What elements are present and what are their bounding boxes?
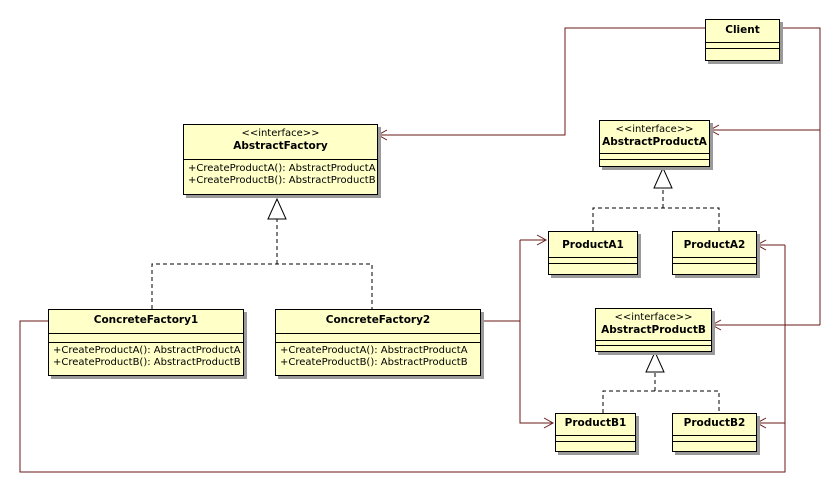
generalization-triangle-abstractfactory bbox=[267, 197, 287, 220]
class-abstract-factory-name: AbstractFactory bbox=[233, 140, 328, 152]
class-abstract-product-b-stereotype: <<interface>> bbox=[614, 312, 693, 323]
dep-concretefactory2-producta1-b1 bbox=[481, 240, 521, 322]
dep-concretefactory1-producta2-b2 bbox=[19, 245, 786, 473]
operation: +CreateProductA(): AbstractProductA bbox=[53, 345, 241, 356]
class-product-b1[interactable]: ProductB1 bbox=[555, 413, 636, 452]
class-abstract-product-b[interactable]: <<interface>> AbstractProductB bbox=[595, 308, 712, 352]
class-abstract-product-a-name: AbstractProductA bbox=[602, 136, 707, 148]
class-concrete-factory2[interactable]: ConcreteFactory2 +CreateProductA(): Abst… bbox=[275, 309, 481, 376]
dep-concretefactory2-productb1 bbox=[519, 321, 555, 429]
realize-productb1 bbox=[602, 390, 720, 413]
class-client[interactable]: Client bbox=[705, 19, 780, 61]
class-product-a2[interactable]: ProductA2 bbox=[672, 231, 757, 275]
operation: +CreateProductA(): AbstractProductA bbox=[280, 345, 468, 356]
class-concrete-factory1-name: ConcreteFactory1 bbox=[93, 314, 199, 326]
realize-concretefactory1 bbox=[151, 263, 373, 309]
class-product-a2-name: ProductA2 bbox=[683, 239, 746, 251]
operation: +CreateProductB(): AbstractProductB bbox=[53, 357, 241, 368]
generalization-triangle-abstractproductb bbox=[645, 350, 665, 373]
class-product-a1-name: ProductA1 bbox=[562, 239, 624, 251]
operation: +CreateProductB(): AbstractProductB bbox=[188, 175, 376, 186]
assoc-client-abstractfactory bbox=[376, 27, 705, 141]
class-product-a1[interactable]: ProductA1 bbox=[548, 231, 638, 275]
class-concrete-factory2-name: ConcreteFactory2 bbox=[325, 314, 431, 326]
assoc-client-abstractproducts bbox=[780, 27, 821, 325]
class-concrete-factory1[interactable]: ConcreteFactory1 +CreateProductA(): Abst… bbox=[48, 309, 244, 376]
realize-producta1 bbox=[592, 207, 720, 231]
class-abstract-product-b-name: AbstractProductB bbox=[601, 324, 706, 336]
class-product-b2-name: ProductB2 bbox=[683, 417, 746, 429]
class-product-b1-name: ProductB1 bbox=[564, 417, 627, 429]
class-product-b2[interactable]: ProductB2 bbox=[672, 413, 757, 452]
class-abstract-factory-stereotype: <<interface>> bbox=[241, 128, 320, 139]
class-abstract-product-a-stereotype: <<interface>> bbox=[615, 124, 694, 135]
operation: +CreateProductB(): AbstractProductB bbox=[280, 357, 468, 368]
class-client-name: Client bbox=[725, 24, 760, 36]
class-abstract-product-a[interactable]: <<interface>> AbstractProductA bbox=[599, 120, 710, 167]
operation: +CreateProductA(): AbstractProductA bbox=[188, 163, 376, 174]
generalization-triangle-abstractproducta bbox=[653, 166, 673, 189]
class-abstract-factory[interactable]: <<interface>> AbstractFactory +CreatePro… bbox=[183, 124, 378, 195]
